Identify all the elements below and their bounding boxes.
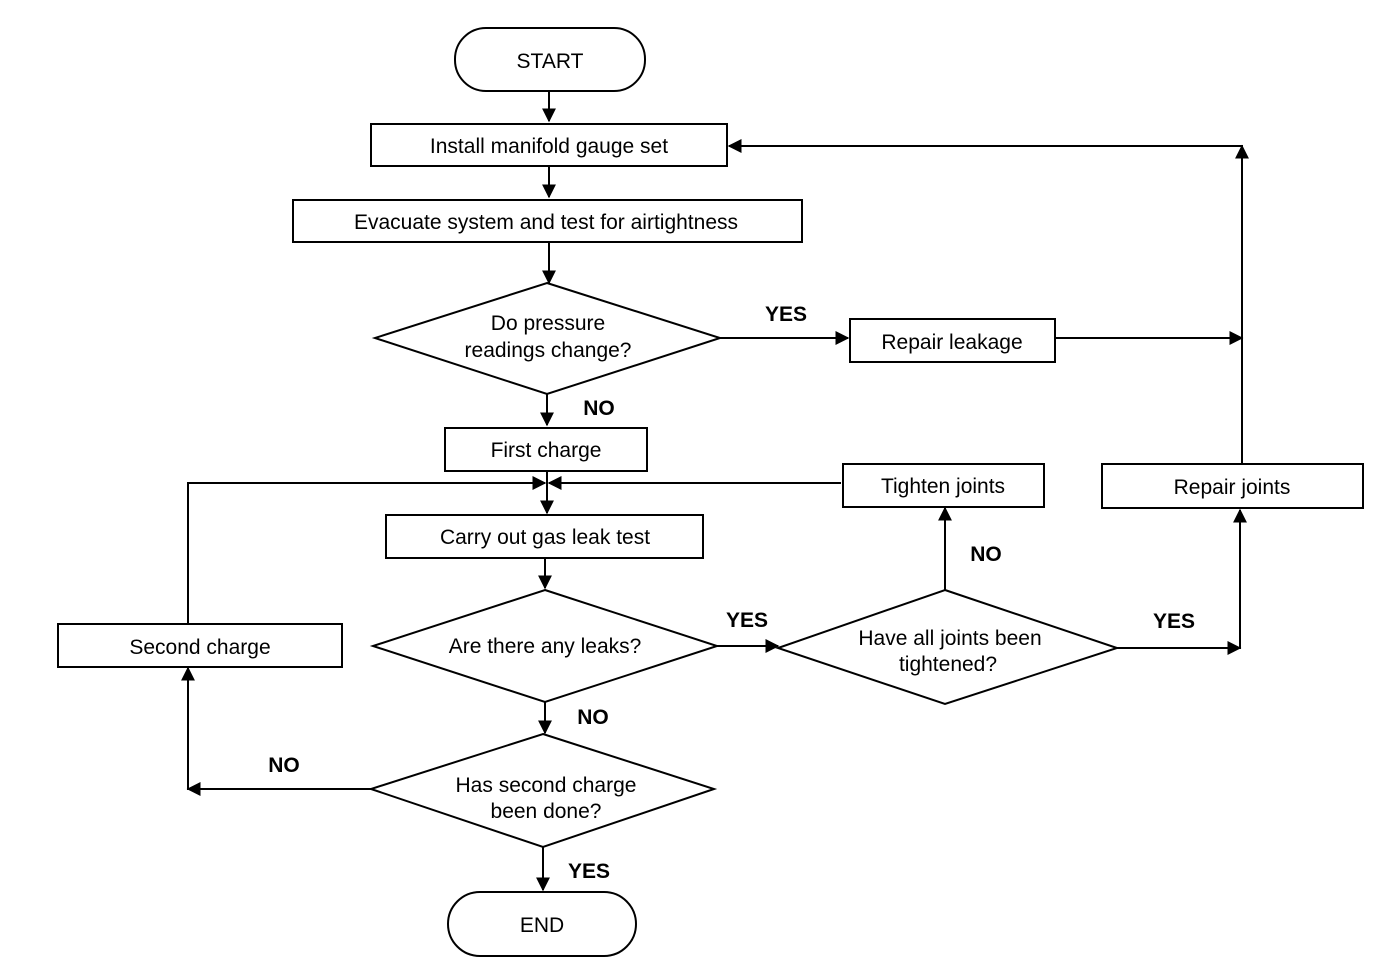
joints-question-line2: tightened? <box>899 653 997 676</box>
second-no-label: NO <box>268 754 300 777</box>
node-install: Install manifold gauge set <box>370 123 728 167</box>
terminal-shape <box>447 891 637 957</box>
connectors <box>181 91 1249 892</box>
decision-diamond <box>774 588 1121 706</box>
gas-leak-test-label: Carry out gas leak test <box>440 526 650 549</box>
node-second-question: Has second charge been done? <box>367 732 718 849</box>
node-pressure-question: Do pressure readings change? <box>371 281 724 396</box>
second-charge-label: Second charge <box>129 636 270 659</box>
joints-no-label: NO <box>970 543 1002 566</box>
leaks-question-label: Are there any leaks? <box>449 635 642 658</box>
node-repair-leakage: Repair leakage <box>849 318 1056 363</box>
node-first-charge: First charge <box>444 427 648 472</box>
decision-diamond <box>369 588 721 704</box>
repair-leakage-label: Repair leakage <box>881 331 1022 354</box>
node-repair-joints: Repair joints <box>1101 463 1364 509</box>
process-box <box>1101 463 1364 509</box>
pressure-no-label: NO <box>583 397 615 420</box>
process-box <box>370 123 728 167</box>
decision-diamond <box>371 281 724 396</box>
node-tighten-joints: Tighten joints <box>842 463 1045 508</box>
decision-diamond <box>367 732 718 849</box>
tighten-joints-label: Tighten joints <box>881 475 1005 498</box>
repair-joints-label: Repair joints <box>1174 476 1291 499</box>
edge-labels: YES NO YES NO NO YES NO YES <box>268 303 1195 883</box>
process-box <box>849 318 1056 363</box>
pressure-question-line2: readings change? <box>465 339 632 362</box>
node-end: END <box>447 891 637 957</box>
node-start: START <box>454 27 646 92</box>
end-label: END <box>520 914 564 937</box>
process-box <box>385 514 704 559</box>
node-evacuate: Evacuate system and test for airtightnes… <box>292 199 803 243</box>
process-box <box>57 623 343 668</box>
pressure-question-line1: Do pressure <box>491 312 605 335</box>
pressure-yes-label: YES <box>765 303 807 326</box>
second-question-line1: Has second charge <box>456 774 637 797</box>
leaks-yes-label: YES <box>726 609 768 632</box>
arrow-second-charge-return <box>187 476 547 623</box>
start-label: START <box>517 50 584 73</box>
first-charge-label: First charge <box>491 439 602 462</box>
node-gas-leak-test: Carry out gas leak test <box>385 514 704 559</box>
terminal-shape <box>454 27 646 92</box>
joints-question-line1: Have all joints been <box>858 627 1041 650</box>
install-label: Install manifold gauge set <box>430 135 668 158</box>
second-yes-label: YES <box>568 860 610 883</box>
joints-yes-label: YES <box>1153 610 1195 633</box>
node-joints-question: Have all joints been tightened? <box>774 588 1121 706</box>
node-second-charge: Second charge <box>57 623 343 668</box>
process-box <box>292 199 803 243</box>
second-question-line2: been done? <box>491 800 602 823</box>
evacuate-label: Evacuate system and test for airtightnes… <box>354 211 738 234</box>
process-box <box>842 463 1045 508</box>
leaks-no-label: NO <box>577 706 609 729</box>
process-box <box>444 427 648 472</box>
node-leaks-question: Are there any leaks? <box>369 588 721 704</box>
